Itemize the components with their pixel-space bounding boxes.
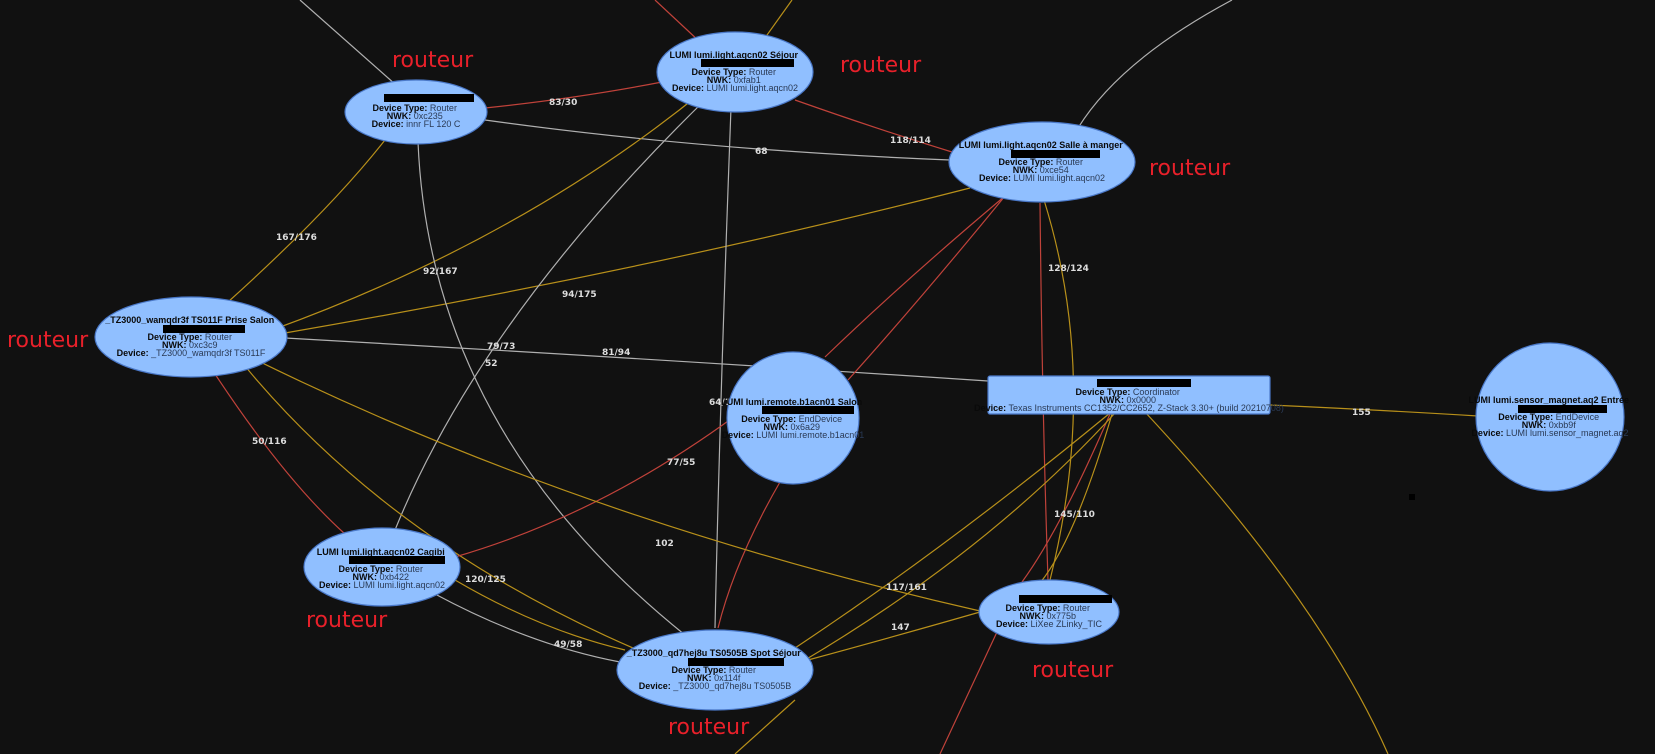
annotation-routeur: routeur <box>668 715 750 740</box>
redacted-ieee <box>1097 379 1191 387</box>
node-lixee[interactable]: IEEE: Device Type: Router NWK: 0x775b De… <box>978 579 1120 645</box>
link-sejour-salle <box>794 99 953 153</box>
node-inner[interactable]: IEEE: Device Type: Router NWK: 0xc235 De… <box>344 79 488 145</box>
link-sejour-cagibi <box>394 99 706 531</box>
link-prise-salle <box>284 187 971 334</box>
redacted-ieee <box>349 556 445 564</box>
stray-marker <box>1409 494 1415 500</box>
link-coord-offscreen <box>1144 411 1389 754</box>
node-ellipse <box>948 121 1136 203</box>
link-inner-sejour <box>484 81 663 109</box>
node-ellipse <box>616 629 814 711</box>
link-prise-cagibi <box>214 373 346 535</box>
node-circle <box>726 351 860 485</box>
edge-label: 83/30 <box>549 98 577 108</box>
edge-label: 128/124 <box>1048 264 1089 274</box>
node-ellipse <box>94 296 288 378</box>
node-circle <box>1475 342 1625 492</box>
link-sejour-spot <box>714 107 732 629</box>
redacted-ieee <box>1019 595 1112 603</box>
edge-label: 147 <box>891 623 910 633</box>
edge-label: 49/58 <box>554 640 582 650</box>
edge-label: 81/94 <box>602 348 630 358</box>
link-inner-salle <box>484 119 951 161</box>
node-prise-salon[interactable]: _TZ3000_wamqdr3f TS011F Prise Salon IEEE… <box>94 296 288 378</box>
edge-label: 79/73 <box>487 342 515 352</box>
node-rect <box>987 375 1271 415</box>
node-info: LUMI lumi.remote.b1acn01 Salon IEEE: Dev… <box>721 397 865 440</box>
link-prise-inner <box>227 139 386 303</box>
node-ellipse <box>656 31 814 113</box>
edge-label: 117/161 <box>886 583 927 593</box>
link-spot-offscreen <box>734 699 796 754</box>
link-salle-offscreen <box>1077 0 1233 129</box>
link-inner-spot <box>417 141 686 636</box>
annotation-routeur: routeur <box>7 328 89 353</box>
node-coordinator[interactable]: IEEE: Device Type: Coordinator NWK: 0x00… <box>974 375 1284 415</box>
link-salle-remote-2 <box>847 195 1006 381</box>
link-inner-offscreen <box>299 0 397 86</box>
link-sejour-offscreen <box>654 0 701 43</box>
annotation-routeur: routeur <box>306 608 388 633</box>
link-coord-magnet <box>1269 404 1479 417</box>
node-spot-sejour[interactable]: _TZ3000_qd7hej8u TS0505B Spot Séjour IEE… <box>616 629 814 711</box>
node-magnet-entree[interactable]: LUMI lumi.sensor_magnet.aq2 Entrée IEEE:… <box>1468 342 1631 492</box>
link-cagibi-spot <box>454 579 626 651</box>
link-coord-lixee <box>1021 413 1111 583</box>
edge-label: 120/125 <box>465 575 506 585</box>
redacted-ieee <box>163 325 245 333</box>
edge-label: 68 <box>755 147 768 157</box>
edge-label: 167/176 <box>276 233 317 243</box>
node-ellipse <box>303 527 461 607</box>
link-prise-coord <box>284 337 989 382</box>
link-lixee-offscreen <box>939 631 998 754</box>
link-remote-spot <box>717 481 781 629</box>
redacted-ieee <box>762 406 854 414</box>
edge-label: 77/55 <box>667 458 695 468</box>
link-spot-lixee <box>807 611 981 661</box>
edge-label: 155 <box>1352 408 1371 418</box>
link-prise-spot <box>227 344 641 652</box>
redacted-ieee <box>1518 405 1607 413</box>
link-coord-spot-2 <box>804 412 1116 661</box>
redacted-ieee <box>701 59 794 67</box>
annotation-routeur: routeur <box>840 53 922 78</box>
annotation-routeur: routeur <box>392 48 474 73</box>
redacted-ieee <box>384 94 474 102</box>
edge-label: 92/167 <box>423 267 458 277</box>
edge-label: 145/110 <box>1054 510 1095 520</box>
annotation-routeur: routeur <box>1149 156 1231 181</box>
link-coord-spot <box>794 412 1111 649</box>
edge-label: 102 <box>655 539 674 549</box>
redacted-ieee <box>1011 150 1100 158</box>
link-salle-remote <box>824 195 1006 358</box>
link-cagibi-remote <box>454 415 736 558</box>
link-cagibi-spot-2 <box>434 593 621 663</box>
annotation-routeur: routeur <box>1032 658 1114 683</box>
node-salle-a-manger[interactable]: LUMI lumi.light.aqcn02 Salle à manger IE… <box>948 121 1136 203</box>
redacted-ieee <box>688 658 784 666</box>
edge-label: 118/114 <box>890 136 931 146</box>
edge-label: 64/1 <box>709 398 731 408</box>
node-remote-salon[interactable]: LUMI lumi.remote.b1acn01 Salon IEEE: Dev… <box>721 351 865 485</box>
link-coord-lixee-2 <box>1039 413 1113 584</box>
edge-label: 52 <box>485 359 498 369</box>
node-cagibi[interactable]: LUMI lumi.light.aqcn02 Cagibi IEEE: Devi… <box>303 527 461 607</box>
edge-label: 50/116 <box>252 437 287 447</box>
link-prise-lixee <box>249 356 981 612</box>
edge-label: 94/175 <box>562 290 597 300</box>
node-sejour[interactable]: LUMI lumi.light.aqcn02 Séjour IEEE: Devi… <box>656 31 814 113</box>
link-prise-sejour <box>271 91 703 331</box>
